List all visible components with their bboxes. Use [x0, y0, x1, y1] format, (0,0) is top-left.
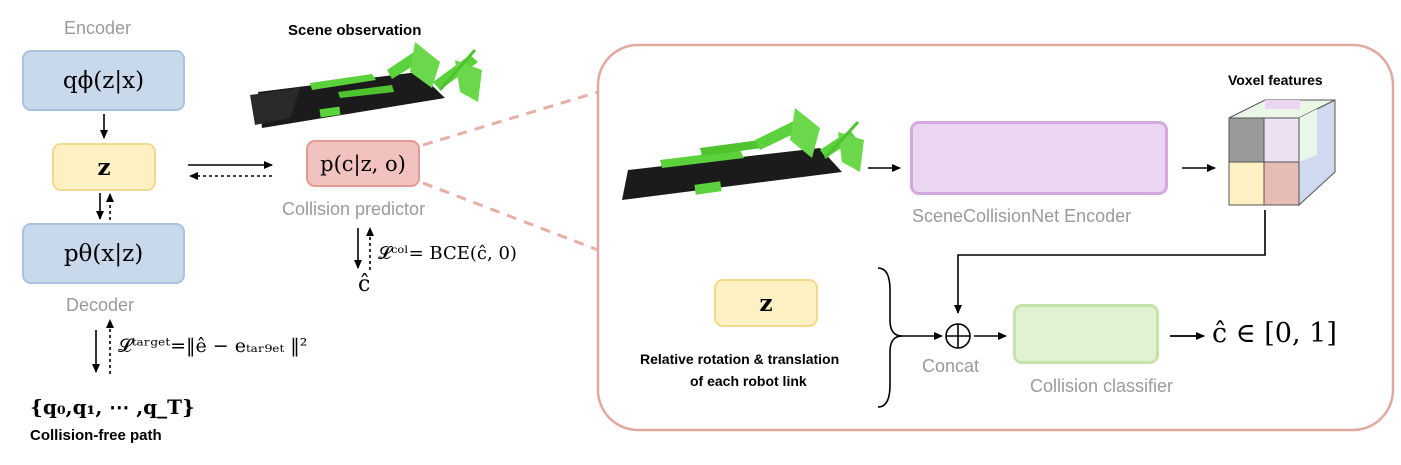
- zoom-line-top: [422, 90, 599, 147]
- predictor-label: Collision predictor: [282, 199, 426, 219]
- predictor-formula: p(c|z, o): [320, 151, 406, 176]
- decoder-box: pθ(x|z): [22, 223, 185, 284]
- path-caption: Collision-free path: [30, 427, 162, 444]
- collision-predictor-box: p(c|z, o): [306, 140, 420, 187]
- panel-latent-z-box: z: [714, 279, 818, 327]
- classifier-output: ĉ ∈ [0, 1]: [1212, 318, 1337, 349]
- target-loss: 𝓛ᵗᵃʳᵍᵉᵗ=‖ê − eₜₐᵣ₉ₑₜ ‖²: [118, 335, 308, 357]
- latent-z-symbol: z: [97, 153, 111, 181]
- encoder-formula: qϕ(z|x): [62, 67, 145, 94]
- collision-loss: 𝓛ᶜᵒˡ= BCE(ĉ, 0): [378, 243, 517, 264]
- scene-title: Scene observation: [288, 22, 422, 39]
- arrow-voxel-to-concat: [954, 210, 1266, 314]
- concat-label: Concat: [922, 356, 980, 376]
- scene-encoder-caption: SceneCollisionNet Encoder: [912, 206, 1132, 226]
- collision-classifier-caption: Collision classifier: [1030, 376, 1174, 396]
- c-hat-output: ĉ: [358, 272, 371, 297]
- encoder-label: Encoder: [64, 18, 132, 38]
- relative-pose-caption-line1: Relative rotation & translation: [640, 351, 840, 367]
- voxel-title: Voxel features: [1228, 72, 1323, 88]
- scene-point-cloud-top: [250, 42, 482, 128]
- relative-pose-caption-line2: of each robot link: [690, 373, 807, 389]
- scene-encoder-box: [910, 121, 1168, 195]
- zoom-line-bottom: [422, 181, 599, 252]
- concat-operator: [945, 323, 971, 349]
- voxel-features-cube: [1228, 99, 1336, 207]
- scene-point-cloud-panel: [622, 108, 864, 200]
- collision-classifier-box: [1013, 304, 1159, 364]
- latent-z-box: z: [52, 143, 156, 191]
- model-panel: [596, 43, 1395, 432]
- path-set: {q₀,q₁, ⋯ ,q_T}: [30, 395, 195, 419]
- decoder-label: Decoder: [66, 295, 135, 315]
- panel-latent-z-symbol: z: [759, 289, 773, 317]
- encoder-box: qϕ(z|x): [22, 50, 185, 111]
- decoder-formula: pθ(x|z): [63, 240, 144, 267]
- input-brace: [877, 267, 903, 408]
